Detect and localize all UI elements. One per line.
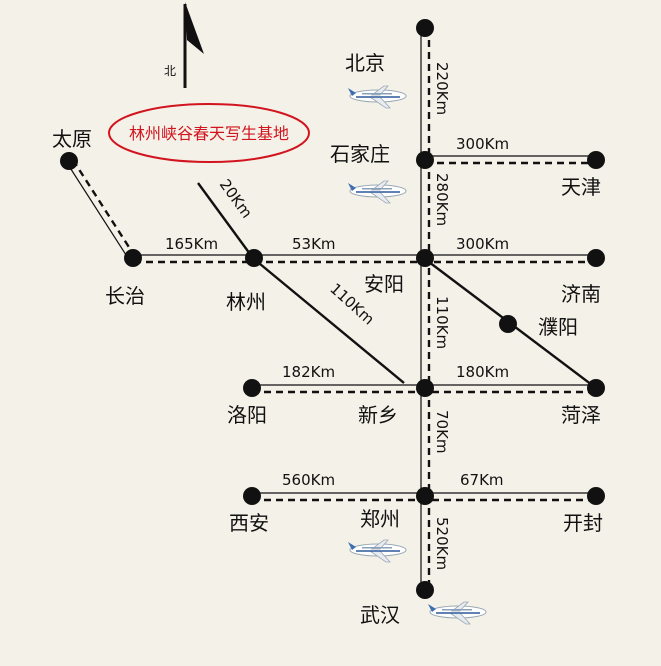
dot-changzhi xyxy=(124,249,142,267)
dot-wuhan xyxy=(416,581,434,599)
distance-labels: 300Km 300Km 165Km 53Km 182Km 180Km 560Km… xyxy=(165,135,509,489)
city-dots xyxy=(60,19,605,599)
city-label-beijing: 北京 xyxy=(345,51,385,75)
city-label-wuhan: 武汉 xyxy=(360,603,400,627)
dot-anyang xyxy=(416,249,434,267)
map-title: 林州峡谷春天写生基地 xyxy=(129,124,289,143)
distance-label: 67Km xyxy=(460,471,504,489)
city-label-shijiazhuang: 石家庄 xyxy=(330,142,390,166)
plane-icon xyxy=(347,85,407,109)
plane-icon xyxy=(347,539,407,563)
city-label-heze: 菏泽 xyxy=(561,403,601,427)
distance-label: 520Km xyxy=(433,517,451,570)
title-badge: 林州峡谷春天写生基地 xyxy=(108,103,310,163)
dot-luoyang xyxy=(243,379,261,397)
city-label-luoyang: 洛阳 xyxy=(227,403,267,427)
city-label-xinxiang: 新乡 xyxy=(358,403,398,427)
distance-label: 70Km xyxy=(433,410,451,454)
dot-puyang xyxy=(499,315,517,333)
city-label-xian: 西安 xyxy=(229,511,269,535)
dot-linzhou xyxy=(245,249,263,267)
dot-jinan xyxy=(587,249,605,267)
city-label-linzhou: 林州 xyxy=(226,290,266,314)
dot-xinxiang xyxy=(416,379,434,397)
distance-label: 180Km xyxy=(456,363,509,381)
distance-label: 165Km xyxy=(165,235,218,253)
distance-label: 300Km xyxy=(456,135,509,153)
city-label-jinan: 济南 xyxy=(561,282,601,306)
city-label-anyang: 安阳 xyxy=(364,272,404,296)
dot-shijiazhuang xyxy=(416,151,434,169)
city-label-taiyuan: 太原 xyxy=(52,127,92,151)
city-label-zhengzhou: 郑州 xyxy=(360,507,400,531)
line-ty-cz-b xyxy=(71,159,136,256)
line-scenic-lz xyxy=(197,182,251,255)
distance-label: 280Km xyxy=(433,173,451,226)
city-label-puyang: 濮阳 xyxy=(538,315,578,339)
distance-label: 110Km xyxy=(433,296,451,349)
dot-zhengzhou xyxy=(416,487,434,505)
distance-label: 182Km xyxy=(282,363,335,381)
distance-label: 53Km xyxy=(292,235,336,253)
distance-label: 300Km xyxy=(456,235,509,253)
line-ty-cz-a xyxy=(66,162,129,259)
line-lz-xx xyxy=(253,258,405,384)
plane-icon xyxy=(427,601,487,625)
plane-icon xyxy=(347,180,407,204)
dot-beijing xyxy=(416,19,434,37)
railway-lines xyxy=(66,28,597,592)
dot-kaifeng xyxy=(587,487,605,505)
dot-xian xyxy=(243,487,261,505)
dot-tianjin xyxy=(587,151,605,169)
city-label-changzhi: 长治 xyxy=(105,284,145,308)
city-label-kaifeng: 开封 xyxy=(563,511,603,535)
city-label-tianjin: 天津 xyxy=(561,175,601,199)
distance-label: 560Km xyxy=(282,471,335,489)
distance-label: 220Km xyxy=(433,62,451,115)
dot-taiyuan xyxy=(60,152,78,170)
city-labels: 北京 石家庄 天津 太原 长治 林州 安阳 济南 濮阳 洛阳 新乡 菏泽 西安 … xyxy=(52,51,603,627)
north-arrow: 北 xyxy=(164,2,204,88)
dot-heze xyxy=(587,379,605,397)
north-label: 北 xyxy=(164,64,176,78)
